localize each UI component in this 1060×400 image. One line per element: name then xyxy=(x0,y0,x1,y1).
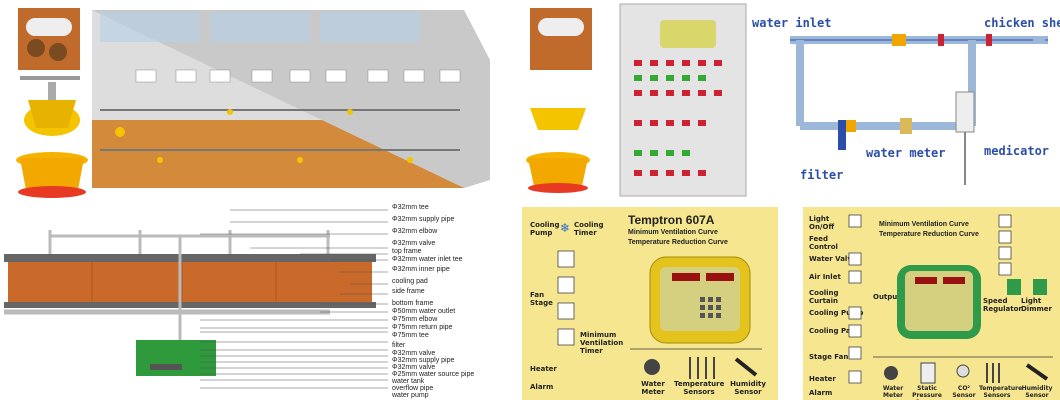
output-label: Output xyxy=(873,293,901,301)
min-vent-curve-label: Minimum Ventilation Curve xyxy=(628,229,718,236)
poultry-house-illustration xyxy=(16,8,490,198)
cooling-pad-diagram: Φ32mm tee Φ32mm supply pipe Φ32mm elbow … xyxy=(0,200,515,400)
label-inlet-tee: Φ32mm water inlet tee xyxy=(392,256,463,263)
static-pressure-label: Static Pressure Sensor xyxy=(912,385,942,400)
water-line-diagram: water inlet chicken shed filter water me… xyxy=(752,0,1060,200)
label-valve: Φ32mm valve xyxy=(392,240,436,247)
heater-b-label: Heater xyxy=(809,375,836,383)
cooling-curtain-label: Cooling Curtain xyxy=(809,289,839,305)
cooling-pump-b-label: Cooling Pump xyxy=(809,309,864,317)
temp-reduction-b-label: Temperature Reduction Curve xyxy=(879,231,979,238)
temp-sensors-a-label: Temperature Sensors xyxy=(674,380,725,396)
filter-label: filter xyxy=(800,168,844,182)
water-meter-b-label: Water Meter xyxy=(882,385,904,399)
label-overflow-pipe: overflow pipe xyxy=(392,385,434,392)
min-vent-curve-b-label: Minimum Ventilation Curve xyxy=(879,221,969,228)
temptron-607a-graphic xyxy=(557,250,762,379)
label-top-frame: top frame xyxy=(392,248,422,255)
label-cooling-pad: cooling pad xyxy=(392,278,428,285)
label-source-pipe: Φ25mm water source pipe xyxy=(392,371,475,378)
label-return-pipe: Φ75mm return pipe xyxy=(392,324,453,331)
poultry-house-panel xyxy=(0,0,500,200)
water-meter-a-label: Water Meter xyxy=(641,380,665,396)
cooling-pad-illustration xyxy=(4,209,388,389)
label-75-elbow: Φ75mm elbow xyxy=(392,316,438,323)
label-supply-pipe-2: Φ32mm supply pipe xyxy=(392,357,455,364)
label-side-frame: side frame xyxy=(392,288,425,295)
water-meter-label: water meter xyxy=(866,146,946,160)
label-75-tee: Φ75mm tee xyxy=(392,332,429,339)
snowflake-icon: ❄ xyxy=(560,221,571,235)
label-inner-pipe: Φ32mm inner pipe xyxy=(392,266,450,273)
chicken-shed-label: chicken shed xyxy=(984,16,1060,30)
temptron-607a-panel: Temptron 607A Minimum Ventilation Curve … xyxy=(522,207,778,400)
label-valve-2: Φ32mm valve xyxy=(392,350,436,357)
label-elbow: Φ32mm elbow xyxy=(392,228,438,235)
temptron-title: Temptron 607A xyxy=(628,213,715,227)
humidity-sensor-a-label: Humidity Sensor xyxy=(730,380,766,396)
fan-stage-label: Fan Stage xyxy=(530,291,553,307)
stage-fan-label: Stage Fan xyxy=(809,353,849,361)
label-bottom-frame: bottom frame xyxy=(392,300,434,307)
label-filter: filter xyxy=(392,342,406,349)
water-valve-label: Water Valve xyxy=(809,255,857,263)
alarm-b-label: Alarm xyxy=(809,389,833,397)
light-dimmer-label: Light Dimmer xyxy=(1021,297,1052,313)
light-label: Light On/Off xyxy=(809,215,835,231)
cooling-label-list: Φ32mm tee Φ32mm supply pipe Φ32mm elbow … xyxy=(392,204,514,399)
water-line-pipes xyxy=(790,34,1048,185)
label-water-outlet: Φ50mm water outlet xyxy=(392,308,456,315)
temptron-output-panel: Minimum Ventilation Curve Temperature Re… xyxy=(803,207,1060,400)
cooling-pump-label: Cooling Pump xyxy=(530,221,560,237)
label-water-pump: water pump xyxy=(392,392,429,399)
control-panel-photo xyxy=(520,0,750,200)
control-cabinet-illustration xyxy=(526,3,747,197)
speed-regulator-label: Speed Regulator xyxy=(983,297,1022,313)
alarm-label: Alarm xyxy=(530,383,554,391)
temp-sensors-b-label: Temperature Sensors xyxy=(979,385,1023,399)
medicator-label: medicator xyxy=(984,144,1050,158)
label-tee: Φ32mm tee xyxy=(392,204,429,211)
temptron-output-graphic xyxy=(848,214,1053,384)
cooling-pad-b-label: Cooling Pad xyxy=(809,327,856,335)
label-supply-pipe: Φ32mm supply pipe xyxy=(392,216,455,223)
cooling-timer-label: Cooling Timer xyxy=(574,221,604,237)
air-inlet-label: Air Inlet xyxy=(809,273,841,281)
water-inlet-label: water inlet xyxy=(752,16,832,30)
temp-reduction-label: Temperature Reduction Curve xyxy=(628,239,728,246)
feed-control-label: Feed Control xyxy=(809,235,838,251)
humidity-sensor-b-label: Humidity Sensor xyxy=(1021,385,1053,399)
co2-label: CO² Sensor xyxy=(952,385,976,399)
min-vent-timer-label: Minimum Ventilation Timer xyxy=(580,331,624,355)
heater-label: Heater xyxy=(530,365,557,373)
label-valve-3: Φ32mm valve xyxy=(392,364,436,371)
label-water-tank: water tank xyxy=(392,378,425,385)
